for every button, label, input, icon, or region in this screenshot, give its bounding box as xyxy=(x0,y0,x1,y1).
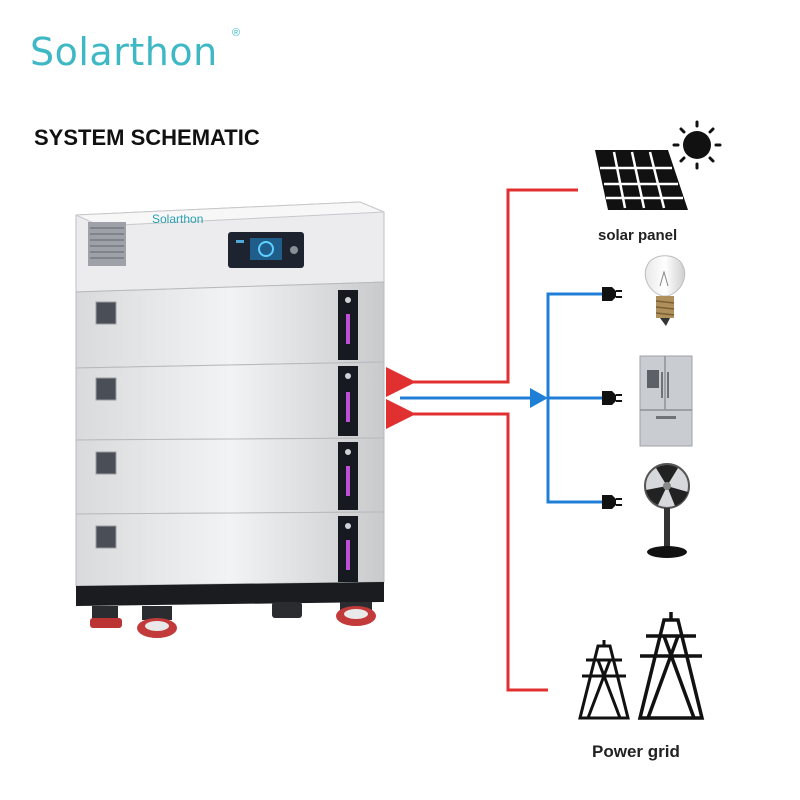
solar-panel-label: solar panel xyxy=(598,227,678,244)
battery-cabinet: Solarthon xyxy=(75,201,385,638)
plug-icon xyxy=(602,495,622,509)
solar-input-line xyxy=(386,188,578,397)
cabinet-base xyxy=(76,582,384,606)
grid-input-line xyxy=(386,399,548,692)
battery-module-4 xyxy=(75,511,385,587)
sun-icon xyxy=(672,120,722,170)
power-grid-label: Power grid xyxy=(592,742,680,761)
battery-module-3 xyxy=(75,437,385,515)
plug-icon xyxy=(602,287,622,301)
refrigerator-icon xyxy=(639,355,693,447)
battery-module-2 xyxy=(75,361,385,441)
cabinet-brand-label: Solarthon xyxy=(152,212,203,226)
wheel-3 xyxy=(272,602,302,618)
transmission-tower-icon xyxy=(637,612,705,720)
light-bulb-icon xyxy=(644,255,686,326)
page-title: SYSTEM SCHEMATIC xyxy=(34,125,260,150)
output-arrow-icon xyxy=(530,388,548,408)
vent-grille xyxy=(88,222,126,266)
brand-logo: Solarthon xyxy=(30,30,218,74)
battery-module-1 xyxy=(75,281,385,369)
solar-panel-icon xyxy=(595,150,688,210)
load-output-line xyxy=(400,292,602,504)
wheel-1 xyxy=(90,606,122,628)
wheel-2 xyxy=(137,606,177,638)
transmission-tower-icon xyxy=(578,640,630,720)
registered-mark: ® xyxy=(232,27,241,39)
control-unit: Solarthon xyxy=(75,201,385,293)
fan-icon xyxy=(644,463,690,558)
wheel-4 xyxy=(336,602,376,626)
plug-icon xyxy=(602,391,622,405)
